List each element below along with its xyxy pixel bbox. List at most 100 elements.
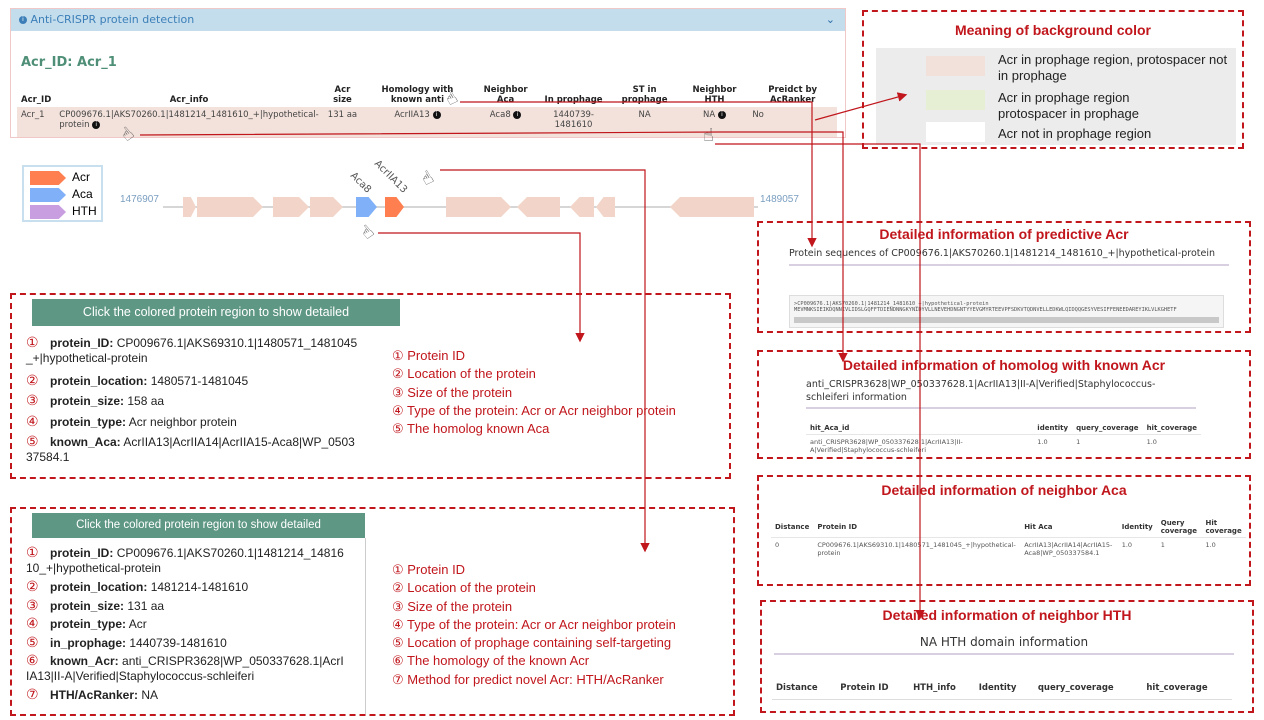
field-value: Acr neighbor protein: [128, 414, 237, 429]
chevron-down-icon[interactable]: ⌄: [825, 13, 835, 26]
acr-detail-box: Click the colored protein region to show…: [10, 507, 735, 716]
gene[interactable]: [446, 197, 511, 217]
legend-line: ⑥ The homology of the known Acr: [392, 653, 590, 669]
info-icon[interactable]: i: [92, 120, 101, 129]
homolog-title: Detailed information of homolog with kno…: [842, 357, 1166, 373]
table-cell[interactable]: anti_CRISPR3628|WP_050337628.1|AcrIIA13|…: [806, 434, 1034, 457]
info-icon[interactable]: i: [513, 110, 522, 119]
field-number: ③: [26, 392, 39, 409]
cell-homology[interactable]: AcrIIA13 i: [362, 107, 473, 137]
gene[interactable]: [310, 197, 343, 217]
column-header: hit_coverage: [1146, 683, 1208, 693]
gene[interactable]: [670, 197, 754, 217]
table-cell: 1.0: [1117, 537, 1157, 560]
gene-map: Aca8 AcrIIA13: [163, 158, 758, 217]
acr-id-title: Acr_ID: Acr_1: [21, 55, 117, 70]
column-header: hit_Aca_id: [810, 424, 850, 432]
field-key: protein_size:: [50, 598, 125, 613]
table-cell: 1.0: [1142, 434, 1201, 457]
neighbor-hth-box: Detailed information of neighbor HTH NA …: [760, 600, 1254, 713]
aca-detail-box: Click the colored protein region to show…: [10, 293, 731, 479]
gene[interactable]: [596, 197, 615, 217]
field-key: protein_type:: [50, 414, 127, 429]
field-value: NA: [141, 688, 159, 703]
cell-acranker: No: [748, 107, 837, 137]
gene[interactable]: [183, 197, 196, 217]
aca-gene[interactable]: [356, 197, 377, 217]
background-meaning-box: Meaning of background color: [862, 10, 1244, 149]
gene[interactable]: [570, 197, 594, 217]
hth-heading: NA HTH domain information: [774, 635, 1234, 655]
field-key: HTH/AcRanker:: [50, 688, 139, 703]
predictive-heading: Protein sequences of CP009676.1|AKS70260…: [789, 247, 1229, 266]
field-key: protein_ID:: [50, 336, 114, 350]
field-key: in_prophage:: [50, 635, 127, 650]
field-number: ②: [26, 578, 39, 595]
detail-field: ③ protein_size: 158 aa: [26, 393, 361, 409]
hand-pointer-icon: ☝: [703, 125, 714, 146]
column-header: Query coverage: [1160, 519, 1197, 535]
field-value: 158 aa: [127, 394, 165, 409]
column-header: Protein ID: [840, 683, 889, 693]
cell-neighbor-hth[interactable]: NA i: [680, 107, 749, 137]
predictive-title: Detailed information of predictive Acr: [879, 226, 1129, 242]
field-number: ②: [26, 371, 39, 388]
panel-header[interactable]: i Anti-CRISPR protein detection ⌄: [11, 9, 845, 31]
gene[interactable]: [197, 197, 263, 217]
info-icon[interactable]: i: [432, 110, 441, 119]
field-number: ⑦: [26, 686, 39, 703]
column-header: Neighbor Aca: [483, 85, 528, 105]
field-value: 1440739-1481610: [129, 635, 227, 650]
column-header: Protein ID: [817, 523, 858, 531]
legend-line: ⑤ Location of prophage containing self-t…: [392, 635, 672, 651]
column-header: In prophage: [544, 95, 603, 105]
field-value: 1480571-1481045: [150, 373, 249, 388]
background-color-legend: Acr in prophage region, protospacer not …: [876, 48, 1236, 145]
legend-line: ④ Type of the protein: Acr or Acr neighb…: [392, 616, 676, 632]
column-header: query_coverage: [1037, 683, 1114, 693]
column-header: Hit Aca: [1024, 523, 1053, 531]
table-cell: AcrIIA13|AcrIIA14|AcrIIA15-Aca8|WP_05033…: [1020, 537, 1118, 560]
cell-neighbor-aca[interactable]: Aca8 i: [472, 107, 539, 137]
legend-line: ② Location of the protein: [392, 580, 536, 596]
column-header: Acr size: [333, 85, 352, 105]
info-icon: i: [19, 16, 27, 24]
field-key: protein_type:: [50, 617, 127, 632]
column-header: identity: [1037, 424, 1069, 432]
gene[interactable]: [273, 197, 309, 217]
field-number: ③: [26, 596, 39, 613]
legend-line: ① Protein ID: [392, 348, 466, 363]
cell-in-prophage: 1440739-1481610: [538, 107, 609, 137]
table-cell: CP009676.1|AKS69310.1|1480571_1481045_+|…: [813, 537, 1021, 560]
table-row: Acr_1 CP009676.1|AKS70260.1|1481214_1481…: [17, 107, 837, 137]
horizontal-scrollbar[interactable]: [794, 317, 1219, 323]
field-key: protein_size:: [50, 394, 125, 409]
gene-map-start: 1476907: [120, 194, 159, 205]
acr-detail-header: Click the colored protein region to show…: [32, 513, 365, 538]
cell-acr-info[interactable]: CP009676.1|AKS70260.1|1481214_1481610_+|…: [55, 107, 323, 137]
divider: [365, 538, 366, 714]
acr-gene-label: AcrIIA13: [372, 158, 409, 195]
field-value: anti_CRISPR3628|WP_050337628.1|AcrIIA13|…: [26, 654, 344, 684]
legend-line: ④ Type of the protein: Acr or Acr neighb…: [392, 402, 676, 418]
acr-swatch: [30, 171, 66, 185]
info-icon[interactable]: i: [717, 110, 726, 119]
field-key: protein_location:: [50, 373, 148, 388]
column-header: Acr_info: [169, 95, 209, 105]
column-header: Neighbor HTH: [692, 85, 737, 105]
field-key: known_Acr:: [50, 654, 119, 669]
legend-line: ⑦ Method for predict novel Acr: HTH/AcRa…: [392, 671, 664, 687]
acr-gene[interactable]: [385, 197, 404, 217]
protein-sequence: MEVMNKSIEIKDQNNIVLIDSLGQFFTDIENDNNGKYNID…: [794, 307, 1177, 313]
field-value: AcrIIA13|AcrIIA14|AcrIIA15-Aca8|WP_05033…: [26, 435, 355, 465]
field-value: CP009676.1|AKS70260.1|1481214_1481610_+|…: [26, 546, 344, 575]
field-key: protein_location:: [50, 580, 148, 595]
predictive-acr-box: Detailed information of predictive Acr P…: [757, 221, 1251, 333]
gene[interactable]: [517, 197, 560, 217]
